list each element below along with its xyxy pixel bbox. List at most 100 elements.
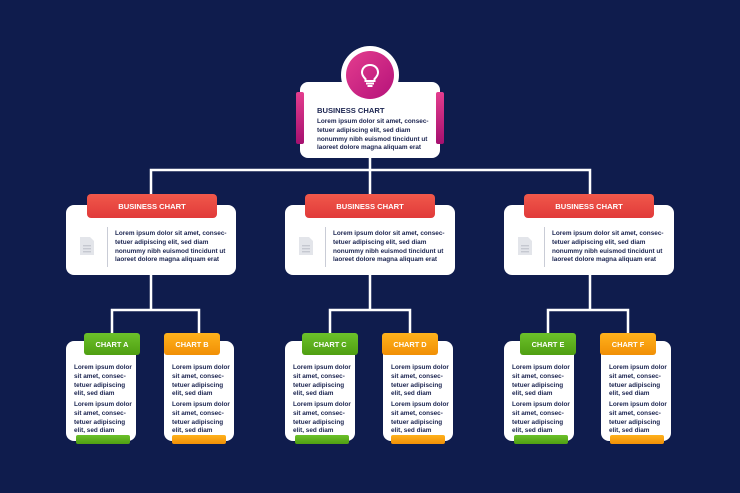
mid-header-left: BUSINESS CHART (87, 194, 217, 218)
leaf-description-b: Lorem ipsum dolor sit amet, consec- tetu… (172, 364, 234, 399)
leaf-header-a: CHART A (84, 333, 140, 355)
mid-description-center: Lorem ipsum dolor sit amet, consec- tetu… (333, 230, 453, 265)
leaf-desc-line: tetuer adipiscing (609, 381, 661, 389)
mid-desc-line: nonummy nibh euismod tincidunt ut (333, 247, 444, 255)
leaf-desc-line: sit amet, consec- (172, 372, 224, 380)
leaf-footer-e (514, 435, 568, 444)
leaf-desc-line: sit amet, consec- (293, 372, 345, 380)
leaf-desc-line: sit amet, consec- (609, 372, 661, 380)
leaf-footer-b (172, 435, 226, 444)
leaf-desc-line: Lorem ipsum dolor (391, 364, 449, 371)
mid-desc-line: tetuer adipiscing elit, sed diam (552, 238, 646, 246)
leaf-desc-line: tetuer adipiscing (391, 418, 443, 426)
leaf-desc-line: sit amet, consec- (512, 409, 564, 417)
leaf-desc-line: Lorem ipsum dolor (293, 364, 351, 371)
leaf-header-b: CHART B (164, 333, 220, 355)
document-icon (299, 237, 313, 255)
leaf-card-e (504, 341, 574, 441)
leaf-desc-line: Lorem ipsum dolor (391, 401, 449, 408)
root-desc-line: laoreet dolore magna aliquam erat (317, 144, 422, 152)
mid-desc-line: Lorem ipsum dolor sit amet, consec- (115, 230, 227, 237)
leaf-desc-line: elit, sed diam (512, 427, 553, 435)
leaf-desc-line: elit, sed diam (172, 390, 213, 398)
leaf-footer-f (610, 435, 664, 444)
leaf-desc-line: Lorem ipsum dolor (74, 364, 132, 371)
leaf-card-d (383, 341, 453, 441)
leaf-description-f: Lorem ipsum dolor sit amet, consec- tetu… (609, 364, 671, 399)
mid-desc-line: tetuer adipiscing elit, sed diam (115, 238, 209, 246)
leaf-header-f: CHART F (600, 333, 656, 355)
leaf-description-d: Lorem ipsum dolor sit amet, consec- tetu… (391, 364, 453, 399)
leaf-desc-line: elit, sed diam (172, 427, 213, 435)
mid-description-right: Lorem ipsum dolor sit amet, consec- tetu… (552, 230, 672, 265)
leaf-desc-line: Lorem ipsum dolor (609, 401, 667, 408)
leaf-desc-line: sit amet, consec- (74, 372, 126, 380)
mid-desc-line: laoreet dolore magna aliquam erat (552, 256, 657, 264)
root-accent-left (296, 92, 304, 144)
leaf-desc-line: tetuer adipiscing (172, 418, 224, 426)
leaf-desc-line: elit, sed diam (391, 390, 432, 398)
leaf-description-a: Lorem ipsum dolor sit amet, consec- tetu… (74, 364, 136, 399)
leaf-description-a-2: Lorem ipsum dolor sit amet, consec- tetu… (74, 401, 136, 436)
leaf-desc-line: tetuer adipiscing (172, 381, 224, 389)
leaf-desc-line: Lorem ipsum dolor (172, 401, 230, 408)
leaf-footer-c (295, 435, 349, 444)
mid-header-center: BUSINESS CHART (305, 194, 435, 218)
leaf-card-b (164, 341, 234, 441)
leaf-description-c: Lorem ipsum dolor sit amet, consec- tetu… (293, 364, 355, 399)
leaf-desc-line: Lorem ipsum dolor (512, 401, 570, 408)
leaf-desc-line: Lorem ipsum dolor (172, 364, 230, 371)
leaf-desc-line: sit amet, consec- (74, 409, 126, 417)
leaf-desc-line: tetuer adipiscing (512, 381, 564, 389)
mid-description-left: Lorem ipsum dolor sit amet, consec- tetu… (115, 230, 235, 265)
root-title: BUSINESS CHART (317, 106, 385, 115)
leaf-desc-line: sit amet, consec- (391, 409, 443, 417)
root-icon-badge (341, 46, 399, 104)
leaf-desc-line: sit amet, consec- (293, 409, 345, 417)
mid-desc-line: Lorem ipsum dolor sit amet, consec- (552, 230, 664, 237)
leaf-desc-line: sit amet, consec- (391, 372, 443, 380)
leaf-desc-line: elit, sed diam (512, 390, 553, 398)
leaf-description-e-2: Lorem ipsum dolor sit amet, consec- tetu… (512, 401, 574, 436)
leaf-desc-line: tetuer adipiscing (512, 418, 564, 426)
leaf-header-d: CHART D (382, 333, 438, 355)
document-icon (80, 237, 94, 255)
leaf-desc-line: sit amet, consec- (172, 409, 224, 417)
leaf-desc-line: elit, sed diam (609, 427, 650, 435)
document-icon (518, 237, 532, 255)
leaf-desc-line: tetuer adipiscing (391, 381, 443, 389)
connector-mid-right-to-leaves (546, 275, 630, 333)
mid-desc-line: Lorem ipsum dolor sit amet, consec- (333, 230, 445, 237)
mid-desc-line: laoreet dolore magna aliquam erat (115, 256, 220, 264)
leaf-card-a (66, 341, 136, 441)
mid-divider-center (325, 227, 326, 267)
leaf-desc-line: Lorem ipsum dolor (293, 401, 351, 408)
leaf-desc-line: elit, sed diam (391, 427, 432, 435)
leaf-desc-line: Lorem ipsum dolor (609, 364, 667, 371)
leaf-desc-line: elit, sed diam (293, 427, 334, 435)
leaf-description-b-2: Lorem ipsum dolor sit amet, consec- tetu… (172, 401, 234, 436)
lightbulb-icon (360, 63, 380, 87)
mid-desc-line: nonummy nibh euismod tincidunt ut (552, 247, 663, 255)
leaf-desc-line: tetuer adipiscing (609, 418, 661, 426)
leaf-desc-line: tetuer adipiscing (74, 418, 126, 426)
leaf-footer-a (76, 435, 130, 444)
mid-desc-line: tetuer adipiscing elit, sed diam (333, 238, 427, 246)
leaf-header-e: CHART E (520, 333, 576, 355)
connector-mid-center-to-leaves (328, 275, 412, 333)
leaf-card-c (285, 341, 355, 441)
mid-desc-line: nonummy nibh euismod tincidunt ut (115, 247, 226, 255)
leaf-desc-line: tetuer adipiscing (74, 381, 126, 389)
leaf-desc-line: sit amet, consec- (512, 372, 564, 380)
leaf-desc-line: tetuer adipiscing (293, 381, 345, 389)
root-desc-line: tetuer adipiscing elit, sed diam (317, 126, 411, 134)
leaf-header-c: CHART C (302, 333, 358, 355)
leaf-desc-line: sit amet, consec- (609, 409, 661, 417)
leaf-footer-d (391, 435, 445, 444)
mid-header-right: BUSINESS CHART (524, 194, 654, 218)
leaf-desc-line: elit, sed diam (74, 427, 115, 435)
leaf-desc-line: elit, sed diam (609, 390, 650, 398)
root-accent-right (436, 92, 444, 144)
